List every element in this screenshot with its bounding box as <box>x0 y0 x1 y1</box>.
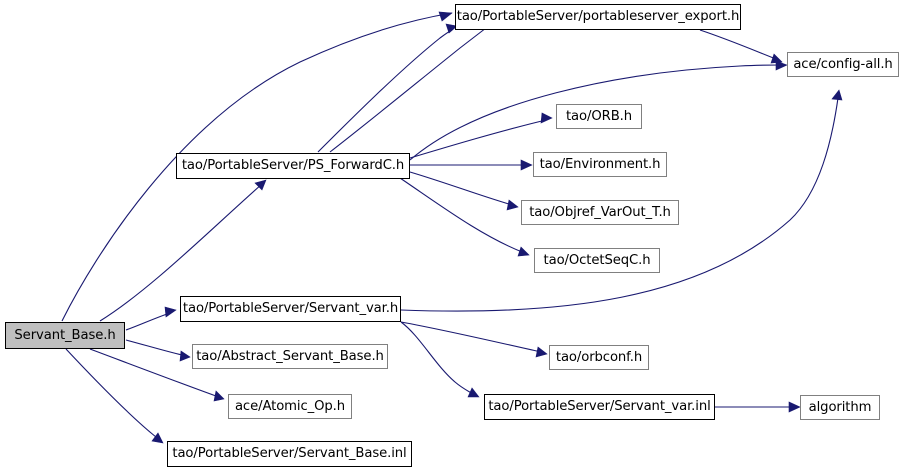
arrowhead-icon <box>770 53 783 64</box>
arrowhead-icon <box>517 246 530 257</box>
node-algorithm[interactable]: algorithm <box>800 395 880 420</box>
arrowhead-icon <box>540 112 553 124</box>
arrowhead-icon <box>788 401 801 413</box>
node-servant_var_h[interactable]: tao/PortableServer/Servant_var.h <box>180 296 401 322</box>
arrowhead-icon <box>164 306 177 318</box>
node-objref_varout[interactable]: tao/Objref_VarOut_T.h <box>521 200 679 225</box>
node-servant_var_inl[interactable]: tao/PortableServer/Servant_var.inl <box>484 394 715 420</box>
arrowhead-icon <box>535 346 548 358</box>
edge-servant_var_h-to-servant_var_inl <box>400 321 480 398</box>
arrowhead-icon <box>506 199 519 211</box>
edge-portableserver_export-to-config_all <box>699 29 783 64</box>
edge-ps_forwardc-to-octetseqc <box>399 177 530 257</box>
node-octetseqc[interactable]: tao/OctetSeqC.h <box>534 248 660 273</box>
edge-servant_var_h-to-orbconf <box>400 321 548 358</box>
arrowhead-icon <box>151 432 164 444</box>
edge-servant_var_inl-to-algorithm <box>715 401 801 413</box>
node-servant_base_inl[interactable]: tao/PortableServer/Servant_Base.inl <box>167 441 412 467</box>
edge-ps_forwardc-to-objref_varout <box>409 171 519 211</box>
node-orbconf[interactable]: tao/orbconf.h <box>549 345 649 370</box>
arrowhead-icon <box>179 350 191 362</box>
arrowhead-icon <box>831 89 843 101</box>
node-environment[interactable]: tao/Environment.h <box>533 152 667 177</box>
node-orb[interactable]: tao/ORB.h <box>556 104 642 129</box>
edge-servant_base-to-atomic_op <box>89 348 225 402</box>
node-config_all[interactable]: ace/config-all.h <box>787 52 899 77</box>
node-abstract_servant[interactable]: tao/Abstract_Servant_Base.h <box>192 344 388 369</box>
edge-servant_base-to-abstract_servant <box>125 339 191 362</box>
edge-servant_base-to-portableserver_export <box>61 11 453 322</box>
arrowhead-icon <box>467 387 480 398</box>
arrowhead-icon <box>254 179 267 191</box>
edge-ps_forwardc-to-portableserver_export <box>329 12 505 153</box>
node-portableserver_export[interactable]: tao/PortableServer/portableserver_export… <box>455 4 741 30</box>
arrowhead-icon <box>213 390 225 402</box>
edge-servant_base-to-ps_forwardc <box>99 179 267 322</box>
edge-ps_forwardc-to-orb <box>409 112 553 159</box>
arrowhead-icon <box>445 23 458 34</box>
edge-servant_base-to-servant_base_inl <box>65 348 164 444</box>
edge-servant_var_h-to-config_all <box>400 89 843 312</box>
arrowhead-icon <box>520 159 533 171</box>
node-atomic_op[interactable]: ace/Atomic_Op.h <box>228 394 352 419</box>
node-servant_base[interactable]: Servant_Base.h <box>5 322 125 349</box>
edge-ps_forwardc-to-environment <box>410 159 533 171</box>
node-ps_forwardc[interactable]: tao/PortableServer/PS_ForwardC.h <box>176 153 410 179</box>
edge-ps_forwardc-to-config_all <box>409 60 788 161</box>
arrowhead-icon <box>438 11 453 22</box>
edge-servant_base-to-servant_var_h <box>125 306 177 331</box>
arrowhead-icon <box>775 60 788 71</box>
edge-ps_forwardc-to-portableserver_export <box>317 23 458 153</box>
